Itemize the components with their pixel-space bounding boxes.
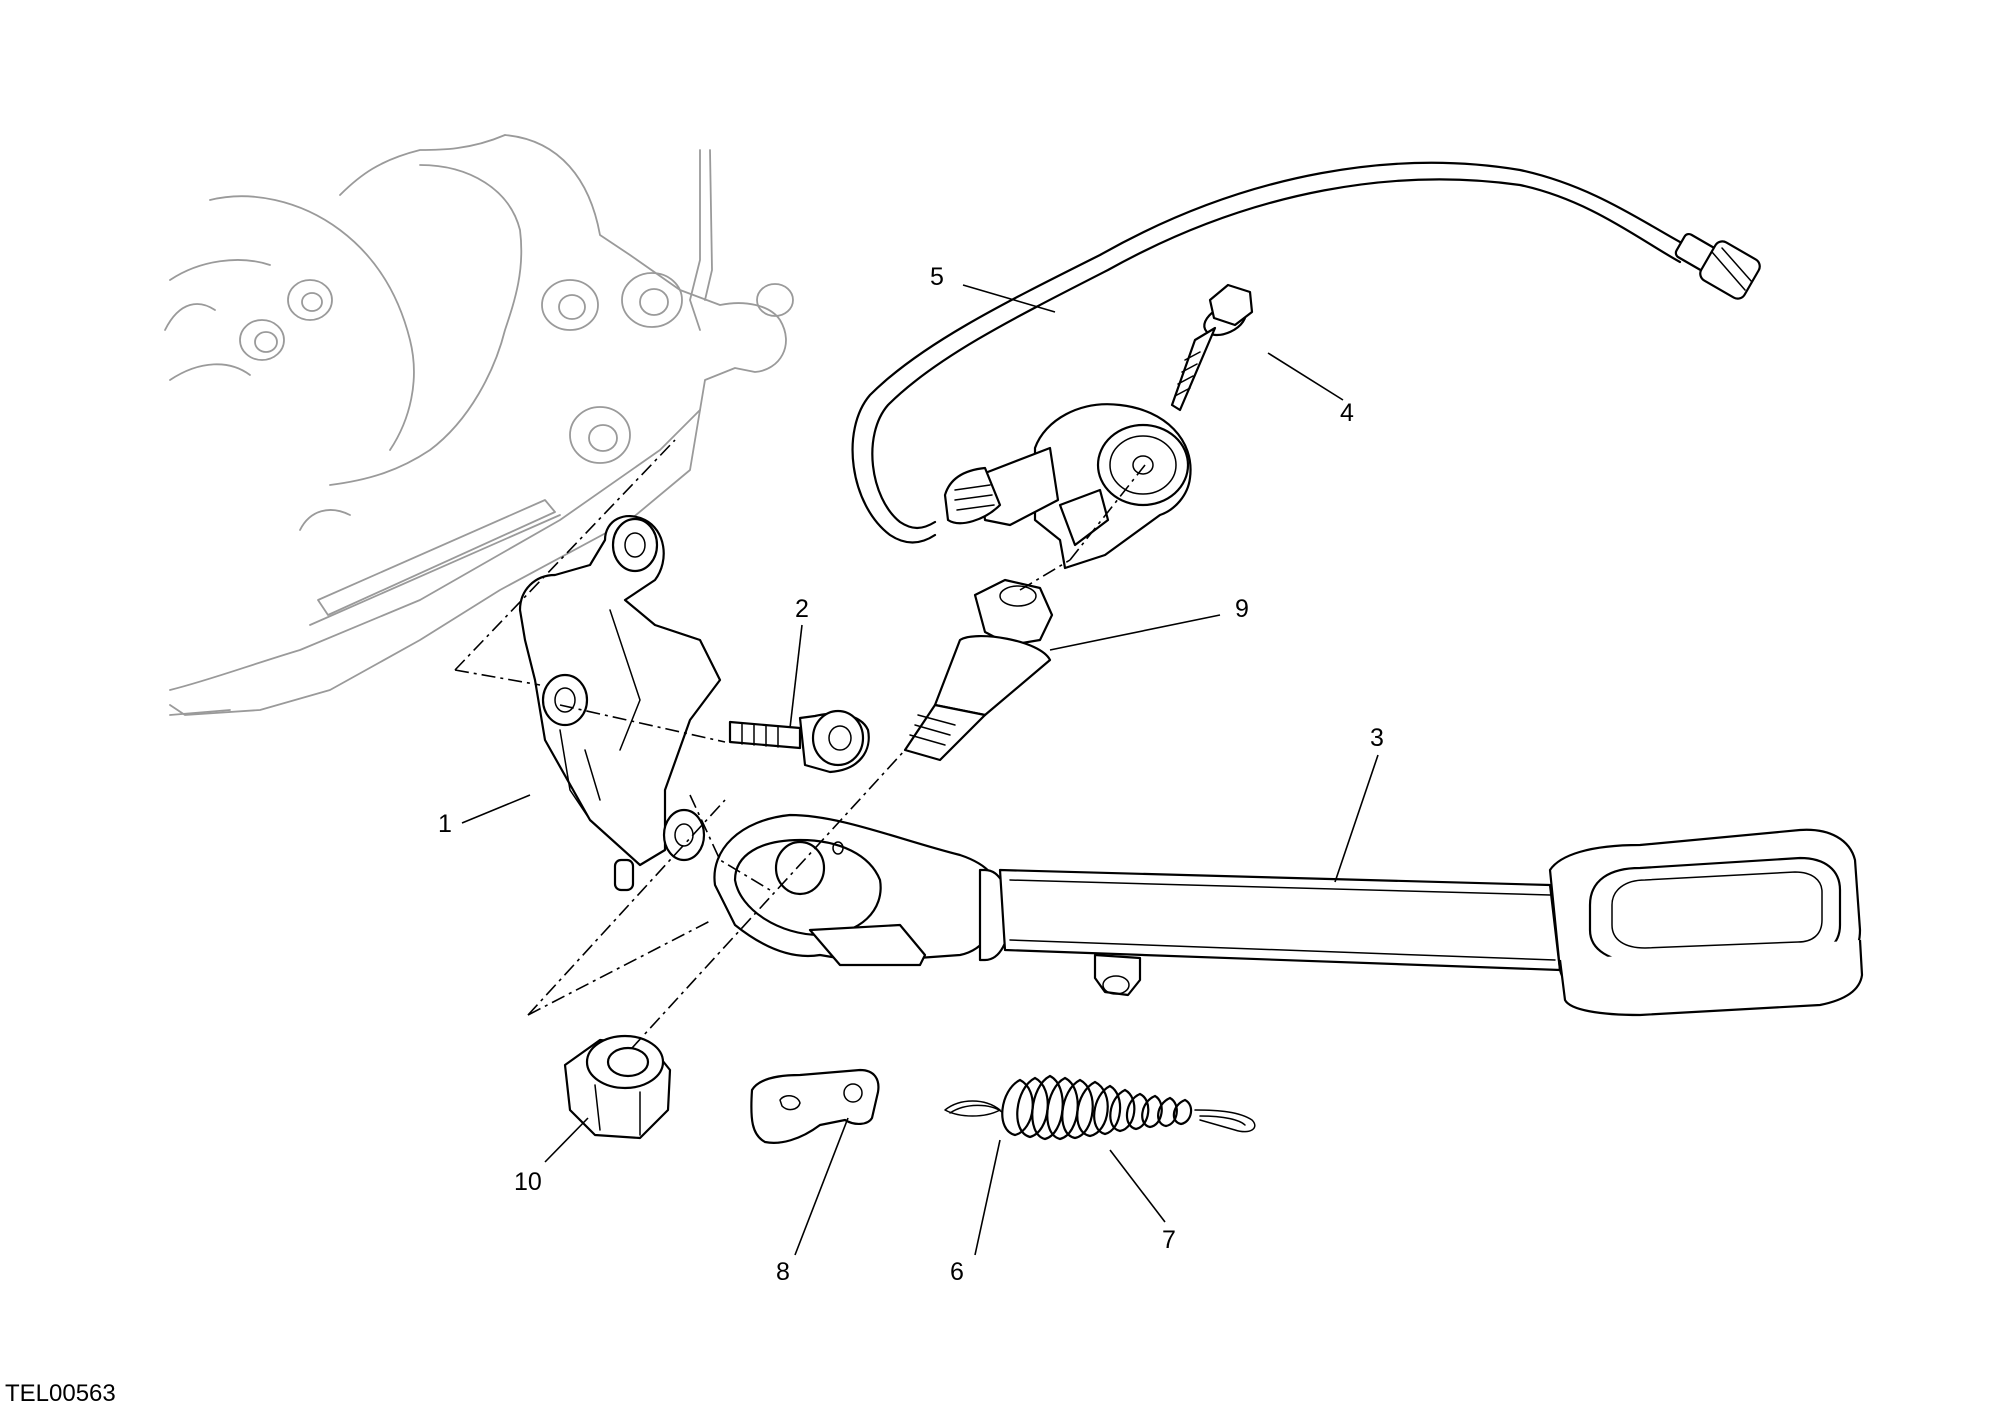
side-stand-cable xyxy=(851,161,1761,544)
callout-3: 3 xyxy=(1370,724,1384,752)
engine-case-outline xyxy=(164,134,794,716)
callout-labels: 1 2 3 4 5 6 7 8 9 10 xyxy=(438,263,1384,1286)
leader-lines xyxy=(461,284,1379,1256)
switch-screw xyxy=(1170,283,1254,412)
callout-10: 10 xyxy=(514,1168,542,1196)
figure-reference-code: TEL00563 xyxy=(5,1380,116,1407)
side-stand-bracket xyxy=(518,515,722,892)
callout-8: 8 xyxy=(776,1258,790,1286)
spring-coils xyxy=(1001,1074,1193,1141)
callout-6: 6 xyxy=(950,1258,964,1286)
callout-4: 4 xyxy=(1340,399,1354,427)
callout-9: 9 xyxy=(1235,595,1249,623)
spring-plate xyxy=(750,1068,880,1144)
cable-connector xyxy=(1674,232,1761,300)
side-stand-leg xyxy=(713,813,1864,1017)
side-stand-switch xyxy=(943,403,1192,570)
callout-5: 5 xyxy=(930,263,944,291)
spring xyxy=(944,1074,1256,1141)
assembly-center-lines xyxy=(454,439,1146,1049)
pivot-nut xyxy=(563,1034,672,1140)
bracket-screw xyxy=(728,709,870,774)
callout-1: 1 xyxy=(438,810,452,838)
callout-7: 7 xyxy=(1162,1226,1176,1254)
pivot-bolt xyxy=(903,578,1054,762)
callout-2: 2 xyxy=(795,595,809,623)
